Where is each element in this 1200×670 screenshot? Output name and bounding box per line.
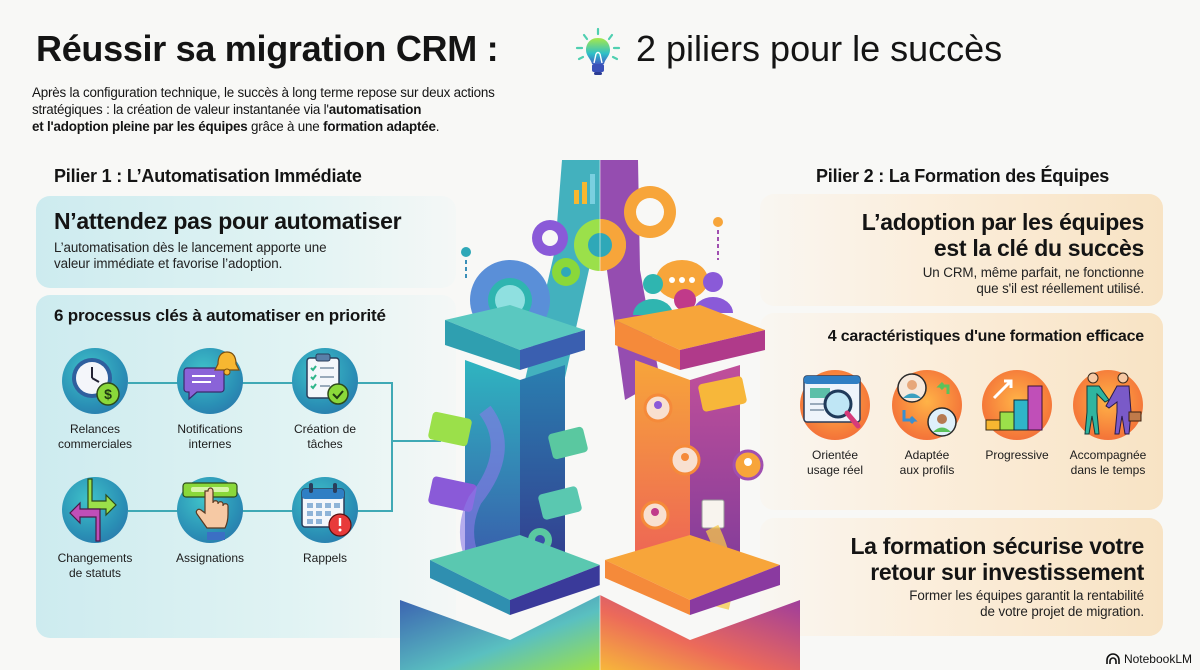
- roi-card-text: Former les équipes garantit la rentabili…: [824, 588, 1144, 620]
- clock-dollar-icon: $: [62, 348, 128, 414]
- notebooklm-logo-icon: [1106, 653, 1120, 664]
- process-item: Assignations: [155, 477, 265, 566]
- calendar-alarm-icon: [292, 477, 358, 543]
- process-label: Changements: [57, 551, 133, 565]
- feature-label: dans le temps: [1070, 463, 1146, 477]
- processes-heading: 6 processus clés à automatiser en priori…: [54, 306, 386, 325]
- roi-card-text-line: Former les équipes garantit la rentabili…: [909, 588, 1144, 603]
- browser-magnifier-icon: [800, 370, 870, 440]
- feature-label: aux profils: [899, 463, 955, 477]
- feature-label: Accompagnée: [1069, 448, 1147, 462]
- notebooklm-watermark: NotebookLM: [1106, 652, 1192, 666]
- intro-emphasis: formation adaptée: [323, 119, 436, 134]
- intro-text: .: [435, 119, 440, 134]
- rising-steps-icon: [982, 370, 1052, 440]
- process-label: internes: [188, 437, 232, 451]
- chat-bell-icon: [177, 348, 243, 414]
- pillar1-card-text: L’automatisation dès le lancement apport…: [54, 240, 327, 271]
- intro-emphasis: et l'adoption pleine par les équipes: [32, 119, 248, 134]
- pillar2-roi-card: [760, 518, 1163, 636]
- page-title: Réussir sa migration CRM :: [36, 28, 499, 69]
- connector-line: [128, 510, 392, 512]
- handshake-icon: [1073, 370, 1143, 440]
- roi-card-title-line: La formation sécurise votre: [850, 533, 1144, 559]
- connector-line: [128, 382, 392, 384]
- process-label: Notifications: [177, 422, 243, 436]
- pillar2-card-text-line: Un CRM, même parfait, ne fonctionne: [922, 265, 1144, 280]
- feature-label: Progressive: [985, 448, 1049, 462]
- intro-text: Après la configuration technique, le suc…: [32, 85, 495, 117]
- intro-paragraph: Après la configuration technique, le suc…: [32, 84, 532, 135]
- pillar1-heading: Pilier 1 : L’Automatisation Immédiate: [54, 166, 362, 186]
- profiles-swap-icon: [892, 370, 962, 440]
- pillar2-heading: Pilier 2 : La Formation des Équipes: [816, 166, 1110, 186]
- pillar2-card-title-line: L’adoption par les équipes: [861, 209, 1145, 235]
- lightbulb-icon: [575, 27, 621, 75]
- svg-text:$: $: [104, 386, 112, 402]
- intro-text: grâce à une: [247, 119, 324, 134]
- pillar2-card-text-line: que s'il est réellement utilisé.: [976, 281, 1144, 296]
- process-label: Rappels: [302, 551, 348, 565]
- connector-line: [391, 440, 441, 442]
- roi-card-title-line: retour sur investissement: [870, 559, 1144, 585]
- watermark-text: NotebookLM: [1123, 652, 1192, 666]
- features-heading: 4 caractéristiques d'une formation effic…: [827, 328, 1144, 345]
- pillar1-processes-card: [36, 295, 456, 638]
- process-item: Rappels: [270, 477, 380, 566]
- process-label: de statuts: [68, 566, 122, 580]
- page-title-continued: 2 piliers pour le succès: [636, 28, 1003, 69]
- pillar2-card-title-line: est la clé du succès: [933, 235, 1144, 261]
- process-label: Relances: [69, 422, 121, 436]
- process-label: tâches: [307, 437, 343, 451]
- split-arrows-icon: [62, 477, 128, 543]
- process-label: Assignations: [175, 551, 245, 565]
- feature-label: Adaptée: [904, 448, 950, 462]
- pillar2-intro-card: [760, 194, 1163, 306]
- process-label: Création de: [293, 422, 357, 436]
- intro-emphasis: automatisation: [328, 102, 422, 117]
- connector-line: [391, 382, 393, 512]
- feature-label: Orientée: [811, 448, 859, 462]
- feature-item: Progressive: [972, 370, 1062, 463]
- pillar1-card-title: N’attendez pas pour automatiser: [54, 208, 402, 234]
- pillars-illustration: [400, 160, 800, 670]
- process-label: commerciales: [57, 437, 132, 451]
- pillar1-intro-card: [36, 196, 456, 288]
- roi-card-text-line: de votre projet de migration.: [980, 604, 1144, 619]
- clipboard-check-icon: [292, 348, 358, 414]
- hand-click-button-icon: [177, 477, 243, 543]
- feature-label: usage réel: [806, 463, 864, 477]
